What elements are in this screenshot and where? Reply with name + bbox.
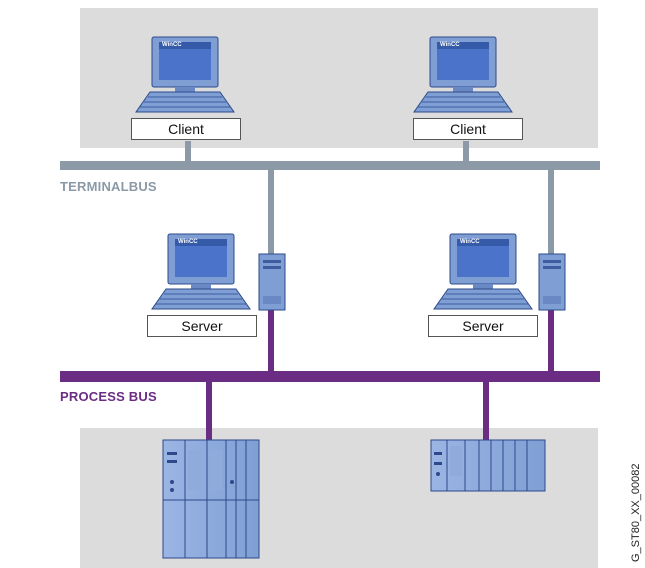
client-2-screen-text: WinCC — [440, 42, 460, 48]
server-1-process-drop — [268, 310, 274, 372]
server-1-computer-icon — [151, 233, 251, 310]
plc-1-drop — [206, 380, 212, 442]
plc-2-rack-icon — [430, 439, 546, 492]
plc-1-rack-icon — [162, 439, 260, 559]
process-bus-line — [60, 371, 600, 382]
terminal-bus-line — [60, 161, 600, 170]
process-bus-label: PROCESS BUS — [60, 389, 157, 404]
server-2-tower-icon — [538, 253, 566, 311]
client-1-drop — [185, 141, 191, 161]
server-1-screen-text: WinCC — [178, 239, 198, 245]
terminal-bus-label: TERMINALBUS — [60, 179, 157, 194]
client-1-label: Client — [131, 118, 241, 140]
figure-id: G_ST80_XX_00082 — [630, 463, 642, 562]
server-2-label: Server — [428, 315, 538, 337]
server-1-label: Server — [147, 315, 257, 337]
client-1-screen-text: WinCC — [162, 42, 182, 48]
client-2-drop — [463, 141, 469, 161]
server-2-screen-text: WinCC — [460, 239, 480, 245]
plc-2-drop — [483, 380, 489, 442]
client-2-label: Client — [413, 118, 523, 140]
server-1-terminal-drop — [268, 168, 274, 256]
server-2-computer-icon — [433, 233, 533, 310]
server-2-process-drop — [548, 310, 554, 372]
server-2-terminal-drop — [548, 168, 554, 256]
client-1-computer-icon — [135, 36, 235, 113]
client-2-computer-icon — [413, 36, 513, 113]
server-1-tower-icon — [258, 253, 286, 311]
